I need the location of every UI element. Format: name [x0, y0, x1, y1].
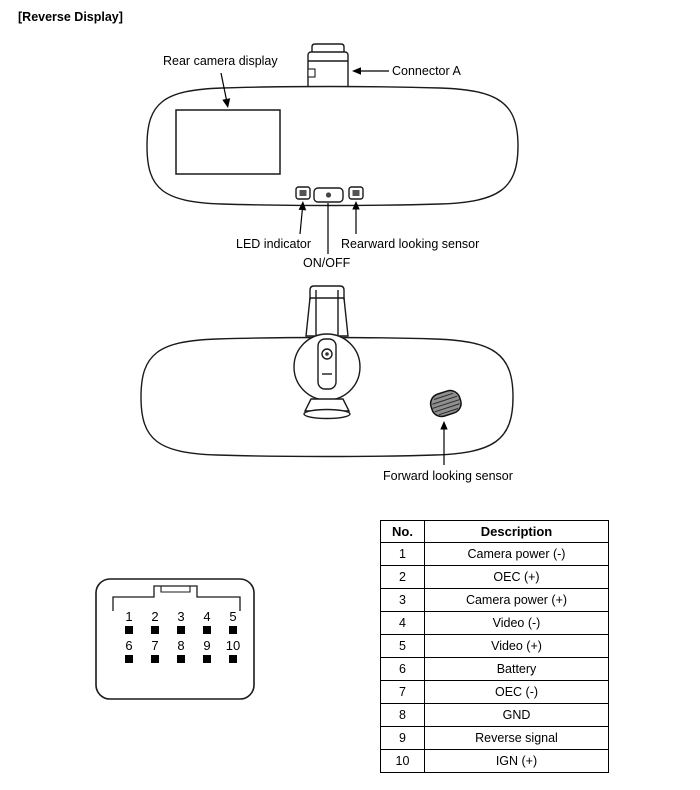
- rearward-sensor-icon: [348, 186, 364, 200]
- mount-bracket-icon: [293, 285, 361, 420]
- cell-no: 2: [380, 565, 425, 589]
- pin-contact-icon: [229, 626, 237, 634]
- led-indicator-label: LED indicator: [236, 237, 312, 251]
- pin-description-table: No. Description 1 Camera power (-) 2 OEC…: [380, 520, 609, 773]
- cell-description: Camera power (-): [424, 542, 609, 566]
- table-header-row: No. Description: [380, 520, 609, 543]
- mirror-mount-stem-icon: [307, 43, 349, 93]
- connector-a-label: Connector A: [392, 64, 461, 78]
- pin-number: 4: [203, 609, 211, 624]
- table-header-no: No.: [380, 520, 425, 543]
- table-row: 10 IGN (+): [380, 749, 609, 773]
- cell-no: 6: [380, 657, 425, 681]
- on-off-button-icon: [313, 187, 344, 203]
- pin-8: 8: [168, 638, 194, 663]
- pin-contact-icon: [203, 626, 211, 634]
- cell-description: Battery: [424, 657, 609, 681]
- cell-description: GND: [424, 703, 609, 727]
- table-row: 6 Battery: [380, 657, 609, 681]
- pin-contact-icon: [125, 655, 133, 663]
- table-row: 4 Video (-): [380, 611, 609, 635]
- table-row: 3 Camera power (+): [380, 588, 609, 612]
- pin-contact-icon: [177, 626, 185, 634]
- pin-9: 9: [194, 638, 220, 663]
- cell-no: 7: [380, 680, 425, 704]
- pin-1: 1: [116, 609, 142, 634]
- pin-number: 5: [229, 609, 237, 624]
- table-row: 7 OEC (-): [380, 680, 609, 704]
- cell-no: 3: [380, 588, 425, 612]
- table-row: 1 Camera power (-): [380, 542, 609, 566]
- pin-contact-icon: [203, 655, 211, 663]
- pin-10: 10: [220, 638, 246, 663]
- cell-no: 4: [380, 611, 425, 635]
- pin-number: 10: [225, 638, 241, 653]
- pin-number: 8: [177, 638, 185, 653]
- cell-no: 9: [380, 726, 425, 750]
- pin-3: 3: [168, 609, 194, 634]
- led-indicator-icon: [295, 186, 311, 200]
- pin-row-1: 1 2 3 4 5: [116, 609, 246, 634]
- cell-description: OEC (-): [424, 680, 609, 704]
- table-row: 5 Video (+): [380, 634, 609, 658]
- pin-5: 5: [220, 609, 246, 634]
- cell-description: IGN (+): [424, 749, 609, 773]
- callout-arrows: [220, 67, 448, 465]
- pin-number: 9: [203, 638, 211, 653]
- pin-6: 6: [116, 638, 142, 663]
- rear-camera-display-label: Rear camera display: [163, 54, 278, 68]
- pin-number: 1: [125, 609, 133, 624]
- cell-description: OEC (+): [424, 565, 609, 589]
- cell-description: Video (+): [424, 634, 609, 658]
- connector-pin-grid: 1 2 3 4 5 6: [116, 609, 246, 663]
- pin-number: 7: [151, 638, 159, 653]
- cell-no: 8: [380, 703, 425, 727]
- pin-number: 2: [151, 609, 159, 624]
- pin-contact-icon: [229, 655, 237, 663]
- pin-number: 3: [177, 609, 185, 624]
- rearward-sensor-label: Rearward looking sensor: [341, 237, 480, 251]
- cell-no: 1: [380, 542, 425, 566]
- connector-pinout-outline-icon: [95, 578, 255, 700]
- forward-sensor-label: Forward looking sensor: [383, 469, 513, 483]
- pin-4: 4: [194, 609, 220, 634]
- on-off-label: ON/OFF: [303, 256, 351, 270]
- pin-contact-icon: [177, 655, 185, 663]
- cell-description: Reverse signal: [424, 726, 609, 750]
- cell-no: 10: [380, 749, 425, 773]
- forward-sensor-icon: [429, 389, 462, 418]
- page-title: [Reverse Display]: [18, 10, 123, 24]
- pin-number: 6: [125, 638, 133, 653]
- pin-7: 7: [142, 638, 168, 663]
- table-row: 9 Reverse signal: [380, 726, 609, 750]
- pin-row-2: 6 7 8 9 10: [116, 638, 246, 663]
- cell-description: Video (-): [424, 611, 609, 635]
- pin-contact-icon: [125, 626, 133, 634]
- camera-display-area-icon: [175, 109, 281, 175]
- pin-contact-icon: [151, 626, 159, 634]
- pin-contact-icon: [151, 655, 159, 663]
- cell-no: 5: [380, 634, 425, 658]
- cell-description: Camera power (+): [424, 588, 609, 612]
- table-row: 8 GND: [380, 703, 609, 727]
- table-header-description: Description: [424, 520, 609, 543]
- pin-2: 2: [142, 609, 168, 634]
- table-row: 2 OEC (+): [380, 565, 609, 589]
